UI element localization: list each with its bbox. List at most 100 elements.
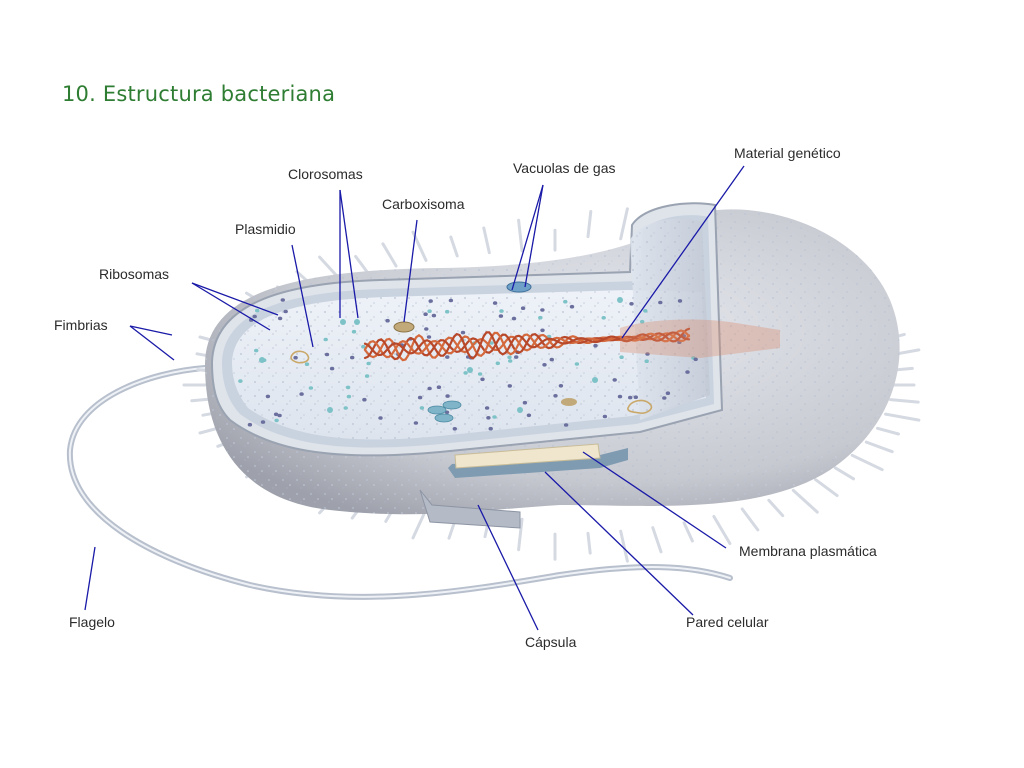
ribosome xyxy=(452,427,457,431)
page-title: 10. Estructura bacteriana xyxy=(62,82,336,106)
pilus xyxy=(651,526,663,554)
ribosome xyxy=(499,309,504,313)
pilus xyxy=(586,531,592,555)
ribosome xyxy=(640,319,645,324)
ribosome xyxy=(507,384,512,388)
ribosome xyxy=(280,298,285,302)
ribosome xyxy=(492,415,497,419)
ribosome xyxy=(644,359,649,364)
gas-vacuole xyxy=(506,281,532,293)
ribosome xyxy=(569,304,575,309)
dna-strand xyxy=(363,329,691,359)
ribosome xyxy=(495,361,500,366)
ribosome xyxy=(629,302,634,306)
ribosome xyxy=(427,309,432,314)
ribosome xyxy=(514,355,519,359)
ribosome xyxy=(260,420,266,424)
ribosome xyxy=(436,385,442,390)
label-carboxisoma: Carboxisoma xyxy=(382,196,465,212)
membrane-layer xyxy=(454,443,601,469)
ribosome xyxy=(366,361,371,366)
ribosome xyxy=(593,343,598,348)
ribosome xyxy=(633,395,638,400)
ribosome xyxy=(304,362,310,367)
chlorosomes xyxy=(259,297,623,413)
ribosome xyxy=(299,392,304,396)
pilus xyxy=(619,207,629,241)
pilus xyxy=(517,218,524,253)
ribosome xyxy=(563,299,568,304)
ribosome xyxy=(463,371,468,375)
label-flagelo: Flagelo xyxy=(69,614,115,630)
ribosome xyxy=(511,316,517,321)
carboxisome xyxy=(561,398,577,406)
ribosome xyxy=(252,314,257,319)
ribosome xyxy=(424,327,429,331)
dna-strand xyxy=(363,331,691,360)
ribosome xyxy=(448,298,454,303)
ribosome xyxy=(601,316,606,320)
leader-lines xyxy=(84,165,745,631)
ribosome xyxy=(542,363,547,367)
ribosome xyxy=(346,394,352,399)
ribosome xyxy=(643,309,648,313)
pilus xyxy=(619,529,629,563)
pilus xyxy=(888,398,920,404)
pilus xyxy=(449,235,459,258)
ribosome xyxy=(492,301,498,305)
label-pared-celular: Pared celular xyxy=(686,614,769,630)
ribosome xyxy=(247,422,253,427)
ribosome xyxy=(477,372,483,376)
pilus xyxy=(791,488,819,514)
ribosome xyxy=(693,357,698,362)
ribosome xyxy=(445,394,450,398)
label-membrana-plasmatica: Membrana plasmática xyxy=(739,543,877,559)
ribosome xyxy=(665,391,671,396)
ribosome xyxy=(619,355,624,360)
ribosome xyxy=(574,362,580,366)
ribosome xyxy=(361,344,366,349)
ribosome xyxy=(563,423,569,427)
ribosome xyxy=(426,335,432,339)
ribosome xyxy=(489,341,494,345)
ribosome xyxy=(612,378,617,382)
ribosome xyxy=(486,416,491,420)
ribosome xyxy=(520,306,526,311)
ribosome xyxy=(417,395,423,400)
pilus xyxy=(884,412,921,422)
ribosome xyxy=(540,328,545,333)
ribosome xyxy=(427,386,432,391)
pilus xyxy=(411,508,428,540)
ribosome xyxy=(484,406,490,410)
ribosome xyxy=(538,315,543,320)
label-material-genetico: Material genético xyxy=(734,145,841,161)
ribosome xyxy=(238,379,243,383)
ribosome xyxy=(602,414,608,419)
ribosome xyxy=(445,355,450,359)
ribosome xyxy=(308,386,314,390)
pilus xyxy=(517,517,524,552)
ribosome xyxy=(385,318,390,323)
pilus xyxy=(833,466,855,481)
ribosome xyxy=(378,416,383,420)
ribosome xyxy=(617,394,623,399)
ribosome xyxy=(273,412,279,417)
ribosome xyxy=(413,421,419,425)
cell-wall-layer xyxy=(448,448,628,478)
label-ribosomas: Ribosomas xyxy=(99,266,170,282)
label-plasmidio: Plasmidio xyxy=(235,221,296,237)
ribosome xyxy=(645,352,650,356)
pilus xyxy=(381,242,398,268)
ribosome xyxy=(628,395,633,400)
ribosome xyxy=(419,406,425,410)
pilus xyxy=(712,515,732,545)
ribosome xyxy=(350,355,355,360)
ribosome xyxy=(677,299,683,303)
ribosome xyxy=(362,397,367,402)
ribosome xyxy=(488,426,493,431)
ribosome xyxy=(255,308,260,313)
genetic-material xyxy=(363,327,691,362)
label-capsula: Cápsula xyxy=(525,634,577,650)
ribosome xyxy=(364,374,370,378)
